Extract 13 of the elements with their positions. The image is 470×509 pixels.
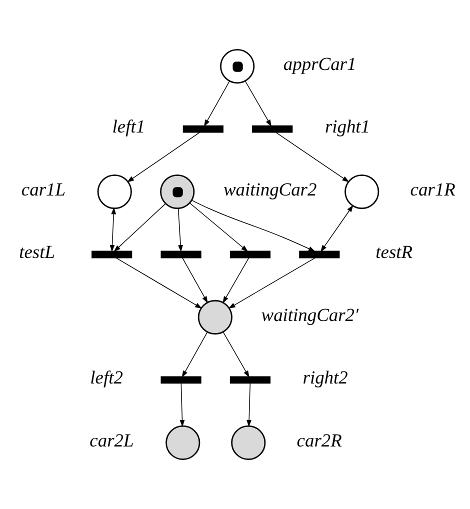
node-label: car1L: [21, 179, 66, 200]
node-label: left1: [112, 116, 146, 137]
node-label: car2L: [90, 430, 134, 450]
node-label: right1: [324, 116, 370, 137]
node-label: car1R: [410, 179, 456, 200]
node-label: waitingCar2′: [261, 304, 359, 325]
node-label: car2R: [296, 430, 342, 450]
node-label: apprCar1: [283, 54, 356, 74]
node-label: testL: [19, 242, 55, 262]
node-label: right2: [302, 368, 348, 388]
node-label: left2: [90, 368, 123, 388]
node-label: testR: [376, 242, 413, 262]
node-label: waitingCar2: [223, 179, 317, 200]
